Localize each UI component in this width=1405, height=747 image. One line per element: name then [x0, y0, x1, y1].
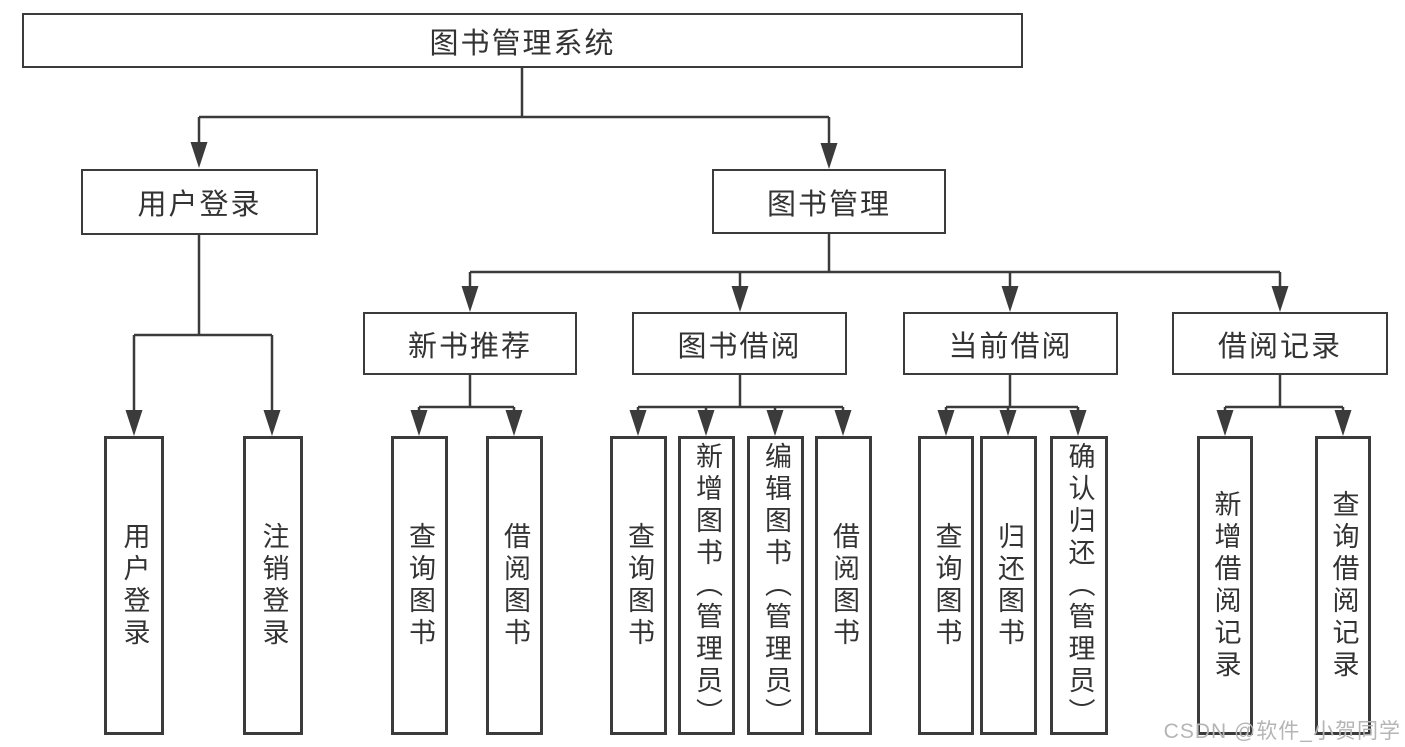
leaf-query-books-current-label: 查询图书 [931, 521, 962, 650]
leaf-borrow-books-recommend: 借阅图书 [486, 436, 543, 735]
leaf-user-login: 用户登录 [104, 436, 164, 735]
node-book-management-label: 图书管理 [766, 188, 891, 221]
leaf-query-borrow-record: 查询借阅记录 [1315, 436, 1371, 735]
leaf-query-books-recommend-label: 查询图书 [405, 521, 435, 650]
node-new-book-recommend: 新书推荐 [363, 312, 577, 375]
node-new-book-recommend-label: 新书推荐 [407, 330, 532, 363]
leaf-borrow-books: 借阅图书 [815, 436, 872, 735]
leaf-confirm-return-admin-label: 确认归还（管理员） [1064, 441, 1095, 730]
node-borrow-record-label: 借阅记录 [1217, 330, 1342, 363]
node-root-label: 图书管理系统 [429, 27, 616, 60]
leaf-return-books: 归还图书 [980, 436, 1037, 735]
leaf-query-books-current: 查询图书 [918, 436, 974, 735]
leaf-edit-books-admin: 编辑图书（管理员） [747, 436, 804, 735]
leaf-add-books-admin: 新增图书（管理员） [678, 436, 735, 735]
leaf-query-borrow-record-label: 查询借阅记录 [1328, 489, 1359, 682]
node-book-borrow: 图书借阅 [632, 312, 847, 375]
leaf-logout-label: 注销登录 [258, 521, 289, 650]
leaf-borrow-books-recommend-label: 借阅图书 [500, 521, 530, 650]
leaf-add-borrow-record-label: 新增借阅记录 [1210, 489, 1241, 682]
node-current-borrow: 当前借阅 [903, 312, 1118, 375]
node-book-borrow-label: 图书借阅 [677, 330, 802, 363]
node-root: 图书管理系统 [22, 13, 1023, 68]
leaf-return-books-label: 归还图书 [994, 521, 1024, 650]
leaf-query-books-borrow-label: 查询图书 [624, 521, 654, 650]
leaf-user-login-label: 用户登录 [119, 521, 150, 650]
watermark: CSDN @软件_小贺同学 [1163, 720, 1401, 743]
leaf-edit-books-admin-label: 编辑图书（管理员） [761, 441, 791, 730]
node-current-borrow-label: 当前借阅 [948, 330, 1073, 363]
node-borrow-record: 借阅记录 [1172, 312, 1388, 375]
leaf-borrow-books-label: 借阅图书 [829, 521, 859, 650]
leaf-confirm-return-admin: 确认归还（管理员） [1050, 436, 1108, 735]
leaf-add-borrow-record: 新增借阅记录 [1197, 436, 1253, 735]
node-user-login: 用户登录 [81, 169, 318, 235]
leaf-logout: 注销登录 [243, 436, 303, 735]
leaf-query-books-recommend: 查询图书 [391, 436, 448, 735]
node-book-management: 图书管理 [712, 169, 946, 234]
leaf-add-books-admin-label: 新增图书（管理员） [692, 441, 722, 730]
leaf-query-books-borrow: 查询图书 [610, 436, 667, 735]
node-user-login-label: 用户登录 [137, 189, 262, 221]
